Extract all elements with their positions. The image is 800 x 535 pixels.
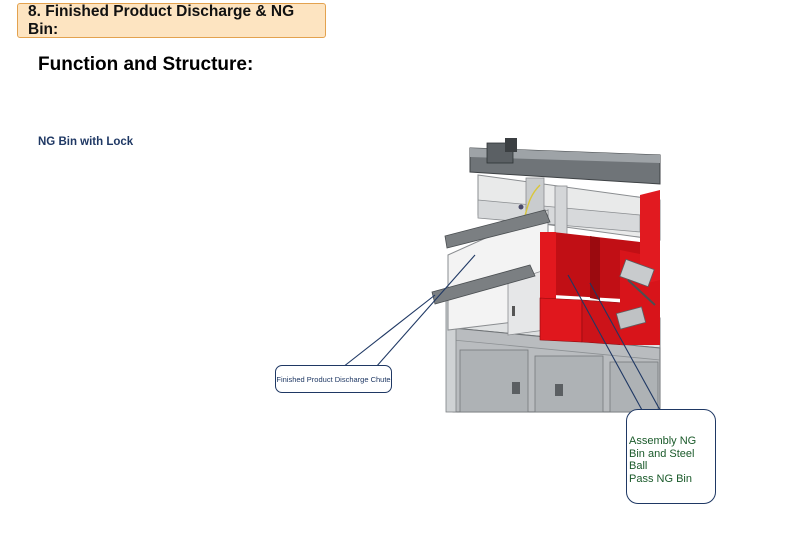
leader-ng-1	[567, 274, 643, 411]
subtitle-function-structure: Function and Structure:	[38, 54, 254, 75]
ng-bin-divider	[590, 236, 600, 300]
door-handle-2	[555, 384, 563, 396]
leader-ng-2	[589, 282, 661, 411]
callout-ng-line: Bin and Steel Ball	[629, 447, 695, 473]
callout-ng-line: Pass NG Bin	[629, 472, 692, 485]
cabinet-door-1	[459, 349, 529, 413]
section-title: 8. Finished Product Discharge & NG Bin:	[17, 3, 326, 38]
discharge-chute-lower	[431, 264, 536, 305]
frame-post-2	[554, 185, 568, 237]
red-guard	[640, 190, 660, 285]
callout-ng-line: Assembly NG	[629, 435, 697, 447]
leader-chute-2	[375, 254, 476, 368]
callout-discharge-chute: Finished Product Discharge Chute	[275, 365, 392, 393]
cabinet-door-2	[534, 355, 604, 413]
rail-end-cap-2	[505, 138, 517, 152]
top-rail-face	[470, 148, 660, 163]
label-ng-bin-with-lock: NG Bin with Lock	[38, 136, 134, 148]
door-handle-1	[512, 382, 520, 394]
mechanism-block-2	[615, 306, 647, 330]
leader-chute-1	[342, 294, 436, 368]
bin-lock	[512, 306, 515, 316]
discharge-chute-upper	[444, 209, 551, 249]
ng-bin-front-1	[539, 297, 583, 343]
callout-ng-bin: Assembly NG Bin and Steel Ball Pass NG B…	[626, 409, 716, 504]
mechanism-block	[619, 258, 655, 288]
cabinet-door-3	[609, 361, 659, 413]
